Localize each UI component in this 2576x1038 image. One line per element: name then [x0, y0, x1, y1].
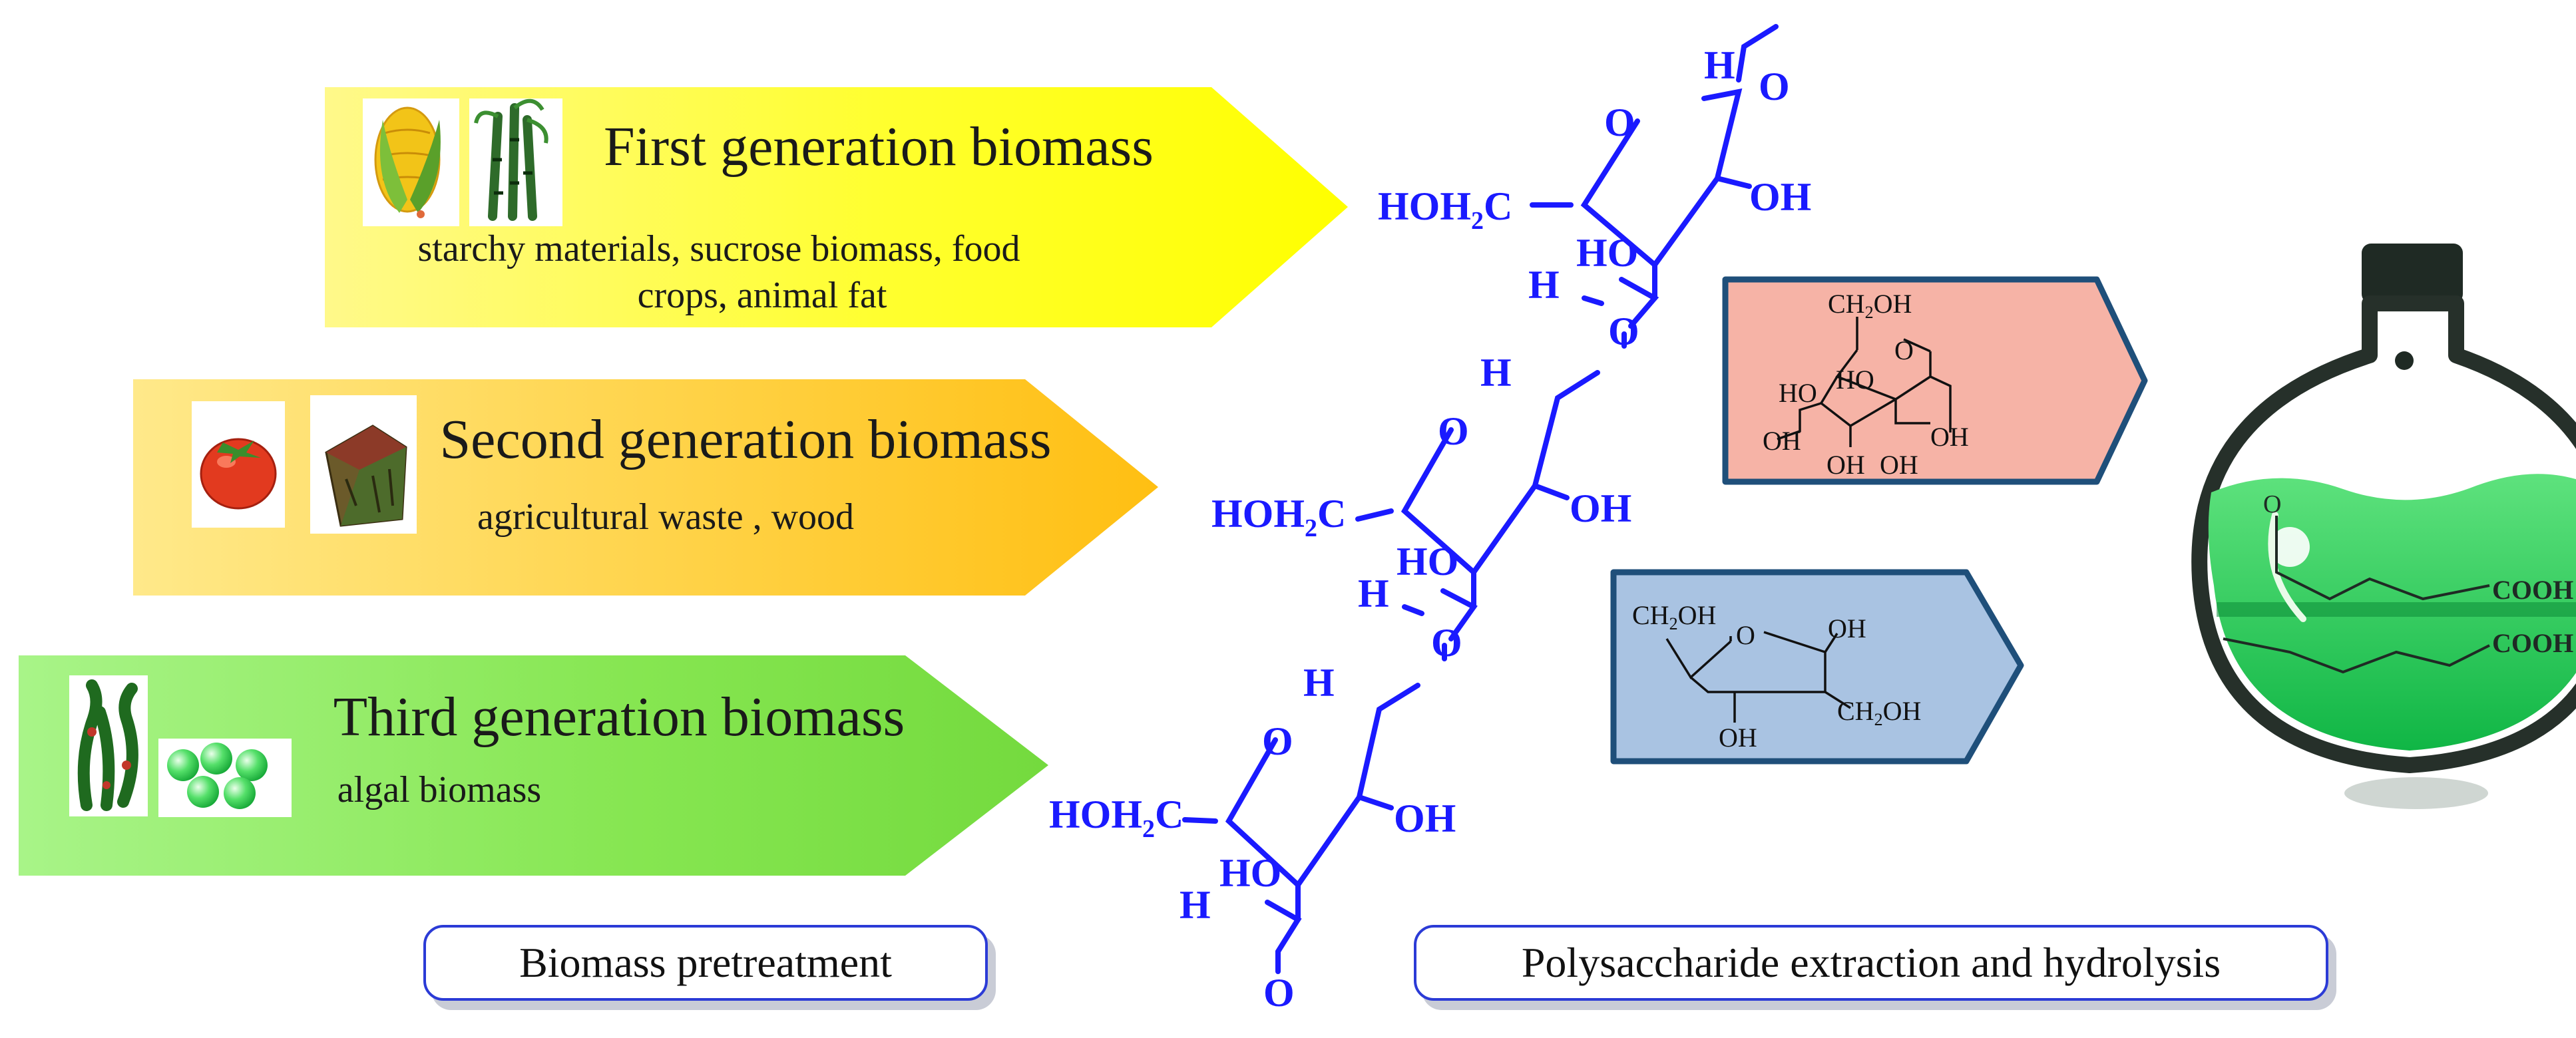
h-label: H: [1528, 263, 1560, 307]
caption-text: Biomass pretreatment: [519, 939, 892, 986]
glucose-box: CH2OH O HO HO OH OH OH OH: [1722, 276, 2148, 485]
seaweed-icon: [69, 675, 148, 816]
ho-label: HO: [1219, 851, 1281, 895]
hoh2c-label: HOH2C: [1049, 792, 1183, 843]
oh-label: OH: [1394, 796, 1456, 840]
first-generation-arrow: First generation biomass starchy materia…: [325, 87, 1348, 327]
oh-label: OH: [1880, 450, 1918, 480]
hoh2c-label: HOH2C: [1378, 184, 1512, 235]
o-label: O: [1759, 65, 1790, 108]
polysaccharide-extraction-caption: Polysaccharide extraction and hydrolysis: [1414, 925, 2328, 1001]
second-generation-desc: agricultural waste , wood: [477, 496, 854, 538]
h-label: H: [1303, 661, 1335, 705]
ho-label: HO: [1396, 540, 1458, 584]
oh-label: OH: [1570, 486, 1631, 530]
fructose-box: CH2OH O OH CH2OH OH: [1610, 569, 2024, 765]
ch2oh-label: CH2OH: [1828, 289, 1912, 322]
h-label: H: [1704, 43, 1735, 87]
sugarcane-icon: [469, 98, 562, 226]
link-o-label: O: [1431, 621, 1462, 665]
ch2oh-label: CH2OH: [1632, 600, 1716, 633]
corn-icon: [363, 98, 459, 226]
caption-text: Polysaccharide extraction and hydrolysis: [1521, 939, 2221, 986]
ho-label: HO: [1779, 378, 1817, 408]
ring-o-label: O: [1604, 100, 1635, 144]
second-generation-arrow: Second generation biomass agricultural w…: [133, 379, 1158, 596]
oh-label: OH: [1826, 450, 1865, 480]
first-generation-desc-line1: starchy materials, sucrose biomass, food: [417, 228, 1020, 269]
third-generation-title: Third generation biomass: [333, 686, 905, 748]
h-label: H: [1180, 883, 1211, 927]
ring-o-label: O: [1736, 620, 1755, 650]
ring-o-label: O: [1438, 409, 1469, 453]
second-generation-title: Second generation biomass: [439, 409, 1051, 470]
ho-label: HO: [1576, 231, 1638, 275]
third-generation-arrow: Third generation biomass algal biomass: [19, 655, 1048, 876]
cooh-label: COOH: [2492, 628, 2573, 658]
polysaccharide-chain: H O O OH HOH2C HO H O H O OH HOH2C HO H …: [1049, 24, 1811, 1015]
algae-cells-icon: [158, 739, 292, 817]
oh-label: OH: [1719, 723, 1757, 753]
oh-label: OH: [1930, 422, 1969, 452]
ring-o-label: O: [1262, 719, 1293, 763]
tomato-icon: [192, 401, 285, 528]
ho-label: HO: [1836, 365, 1874, 395]
first-generation-title: First generation biomass: [604, 116, 1154, 178]
first-generation-desc-line2: crops, animal fat: [638, 275, 887, 316]
wood-chip-icon: [310, 395, 417, 534]
ch2oh-label: CH2OH: [1837, 696, 1921, 729]
hoh2c-label: HOH2C: [1211, 492, 1346, 542]
ring-o-label: O: [1894, 335, 1914, 365]
h-label: H: [1480, 351, 1512, 395]
flask-icon: O COOH COOH: [2191, 244, 2576, 809]
link-o-label: O: [1608, 309, 1639, 353]
cooh-label: COOH: [2492, 575, 2573, 605]
h-label: H: [1358, 572, 1389, 615]
oh-label: OH: [1828, 613, 1866, 643]
biomass-pretreatment-caption: Biomass pretreatment: [423, 925, 988, 1001]
oh-label: OH: [1749, 175, 1811, 219]
end-o-label: O: [1263, 971, 1295, 1015]
oh-label: OH: [1763, 426, 1801, 456]
ketone-o-label: O: [2263, 490, 2281, 518]
third-generation-desc: algal biomass: [337, 769, 541, 810]
